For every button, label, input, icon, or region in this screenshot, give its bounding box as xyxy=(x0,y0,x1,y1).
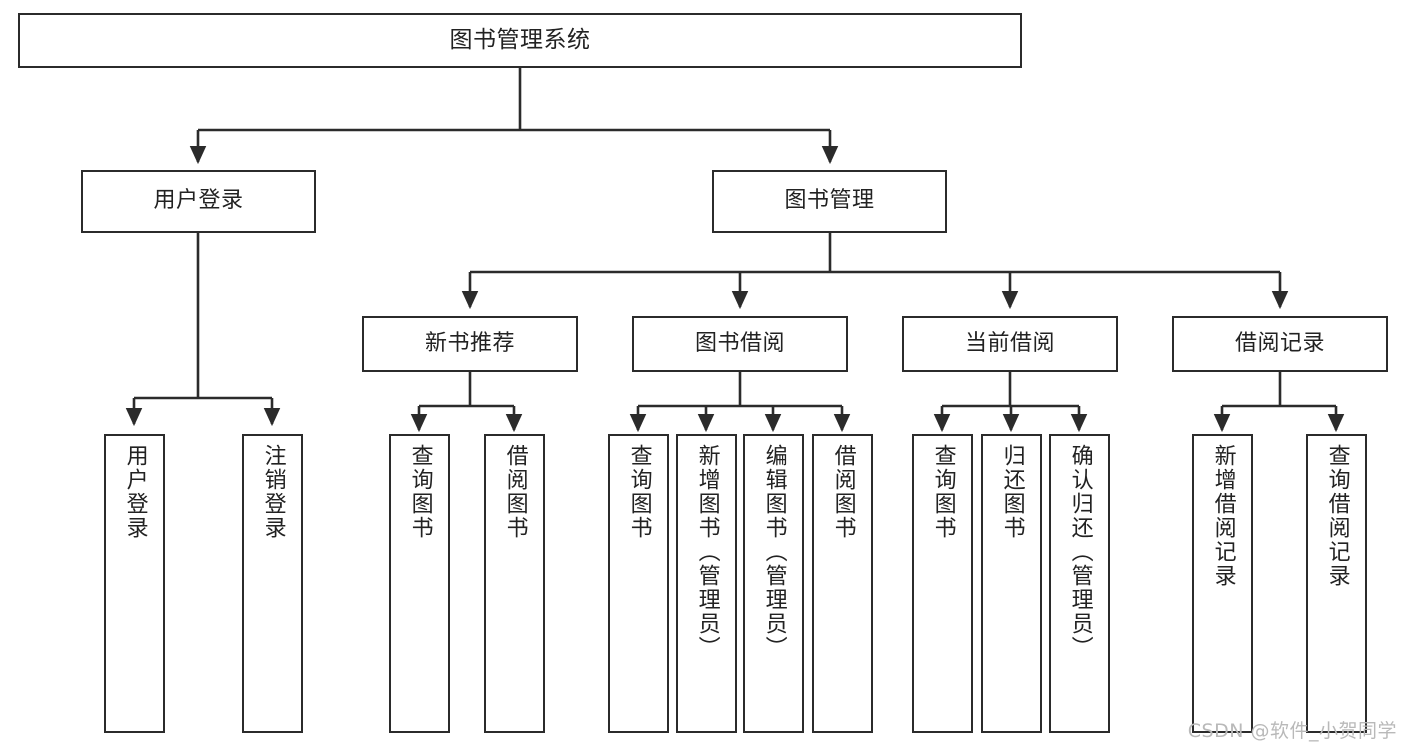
node-label: 新书推荐 xyxy=(424,330,515,356)
leaf-query-books-current[interactable]: 查询图书 xyxy=(912,434,973,733)
leaf-confirm-return-admin[interactable]: 确认归还（管理员） xyxy=(1049,434,1110,733)
node-label: 新增借阅记录 xyxy=(1210,444,1236,588)
leaf-borrow-books-recommend[interactable]: 借阅图书 xyxy=(484,434,545,733)
node-label: 当前借阅 xyxy=(964,330,1055,356)
node-label: 编辑图书（管理员） xyxy=(761,444,787,660)
node-label: 图书借阅 xyxy=(694,330,785,356)
node-label: 查询图书 xyxy=(626,444,652,540)
node-label: 归还图书 xyxy=(999,444,1025,540)
node-book-management[interactable]: 图书管理 xyxy=(712,170,947,233)
node-label: 查询图书 xyxy=(930,444,956,540)
leaf-logout[interactable]: 注销登录 xyxy=(242,434,303,733)
leaf-add-borrow-record[interactable]: 新增借阅记录 xyxy=(1192,434,1253,733)
node-borrow-records[interactable]: 借阅记录 xyxy=(1172,316,1388,372)
node-label: 借阅记录 xyxy=(1234,330,1325,356)
leaf-query-borrow-record[interactable]: 查询借阅记录 xyxy=(1306,434,1367,733)
node-label: 借阅图书 xyxy=(830,444,856,540)
node-label: 图书管理系统 xyxy=(449,26,591,53)
leaf-borrow-books[interactable]: 借阅图书 xyxy=(812,434,873,733)
csdn-watermark: CSDN @软件_小贺同学 xyxy=(1187,720,1397,742)
node-current-borrowing[interactable]: 当前借阅 xyxy=(902,316,1118,372)
node-label: 注销登录 xyxy=(260,444,286,540)
node-label: 用户登录 xyxy=(153,188,244,214)
node-label: 图书管理 xyxy=(784,188,875,214)
leaf-edit-book-admin[interactable]: 编辑图书（管理员） xyxy=(743,434,804,733)
node-label: 用户登录 xyxy=(122,444,148,540)
node-label: 查询图书 xyxy=(407,444,433,540)
node-root-book-management-system[interactable]: 图书管理系统 xyxy=(18,13,1022,68)
node-new-book-recommendation[interactable]: 新书推荐 xyxy=(362,316,578,372)
node-label: 借阅图书 xyxy=(502,444,528,540)
leaf-query-books-borrow[interactable]: 查询图书 xyxy=(608,434,669,733)
leaf-user-login[interactable]: 用户登录 xyxy=(104,434,165,733)
leaf-add-book-admin[interactable]: 新增图书（管理员） xyxy=(676,434,737,733)
node-label: 确认归还（管理员） xyxy=(1067,444,1093,660)
leaf-return-books[interactable]: 归还图书 xyxy=(981,434,1042,733)
node-book-borrowing[interactable]: 图书借阅 xyxy=(632,316,848,372)
leaf-query-books-recommend[interactable]: 查询图书 xyxy=(389,434,450,733)
node-user-login[interactable]: 用户登录 xyxy=(81,170,316,233)
node-label: 查询借阅记录 xyxy=(1324,444,1350,588)
node-label: 新增图书（管理员） xyxy=(694,444,720,660)
